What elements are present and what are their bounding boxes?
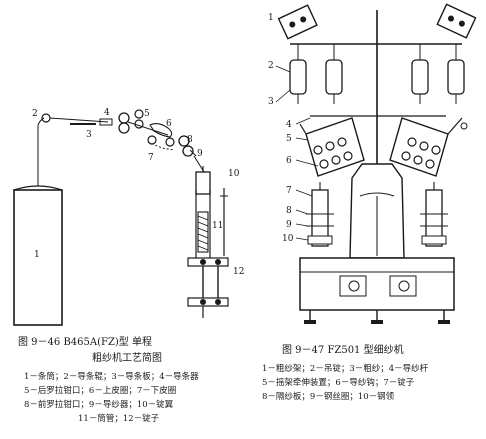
label-r5: 5 — [286, 134, 292, 144]
left-legend-line-4: 11－筒管；12－锭子 — [78, 414, 160, 424]
spindle-left — [306, 182, 334, 247]
upper-apron — [149, 122, 173, 138]
label-r6: 6 — [286, 156, 292, 166]
label-8: 8 — [187, 135, 193, 145]
flyer — [195, 171, 211, 195]
label-5: 5 — [144, 109, 150, 119]
label-r10: 10 — [282, 234, 294, 244]
label-9: 9 — [197, 149, 203, 159]
right-caption-title: 图 9－47 FZ501 型细纱机 — [282, 345, 404, 356]
label-r9: 9 — [286, 220, 292, 230]
spindle-right — [420, 182, 448, 247]
label-3: 3 — [86, 130, 92, 140]
roving-frame-diagram — [13, 109, 229, 326]
top-box-right — [436, 3, 477, 39]
label-6: 6 — [166, 119, 172, 129]
left-caption-subtitle: 粗纱机工艺简图 — [92, 353, 162, 364]
top-box-left — [277, 4, 318, 40]
label-1: 1 — [34, 250, 40, 260]
right-legend-line-1: 1－粗纱架；2－吊锭；3－粗纱；4－导纱杆 — [262, 364, 429, 374]
drafting-system-right — [389, 117, 468, 177]
label-2: 2 — [32, 109, 38, 119]
label-r3: 3 — [268, 97, 274, 107]
label-10: 10 — [228, 169, 240, 179]
right-legend-line-3: 8－隔纱板；9－钢丝圈；10－钢领 — [262, 392, 395, 402]
condenser — [99, 118, 113, 126]
label-r1: 1 — [268, 13, 274, 23]
right-legend: 1－粗纱架；2－吊锭；3－粗纱；4－导纱杆 5－摇架牵伸装置；6－导纱钩；7－锭… — [262, 362, 428, 404]
drafting-system-left — [299, 117, 365, 177]
machine-base — [299, 257, 455, 311]
roving-bobbins — [289, 44, 465, 104]
left-legend-line-2: 5－后罗拉钳口；6－上皮圈；7－下皮圈 — [24, 386, 177, 396]
right-labels: 1 2 3 4 5 6 7 8 9 10 — [268, 13, 294, 244]
yarn-guide — [189, 149, 197, 157]
label-7: 7 — [148, 153, 154, 163]
sliver-can — [13, 189, 63, 326]
sliver-path — [37, 117, 45, 186]
left-legend: 1－条筒；2－导条辊；3－导条板；4－导条器 5－后罗拉钳口；6－上皮圈；7－下… — [24, 370, 199, 426]
label-r4: 4 — [286, 120, 292, 130]
left-caption-title: 图 9－46 B465A(FZ)型 单程 — [18, 337, 152, 348]
label-4: 4 — [104, 108, 110, 118]
label-12: 12 — [233, 267, 244, 277]
left-legend-line-1: 1－条筒；2－导条辊；3－导条板；4－导条器 — [24, 372, 199, 382]
spinning-frame-diagram — [275, 3, 477, 324]
label-11: 11 — [212, 221, 223, 231]
left-legend-line-3: 8－前罗拉钳口；9－导纱器；10－锭翼 — [24, 400, 174, 410]
label-r7: 7 — [286, 186, 292, 196]
left-labels: 1 2 3 4 5 6 7 8 9 10 11 12 — [32, 108, 244, 277]
right-legend-line-2: 5－摇架牵伸装置；6－导纱钩；7－锭子 — [262, 378, 415, 388]
label-r2: 2 — [268, 61, 274, 71]
label-r8: 8 — [286, 206, 292, 216]
